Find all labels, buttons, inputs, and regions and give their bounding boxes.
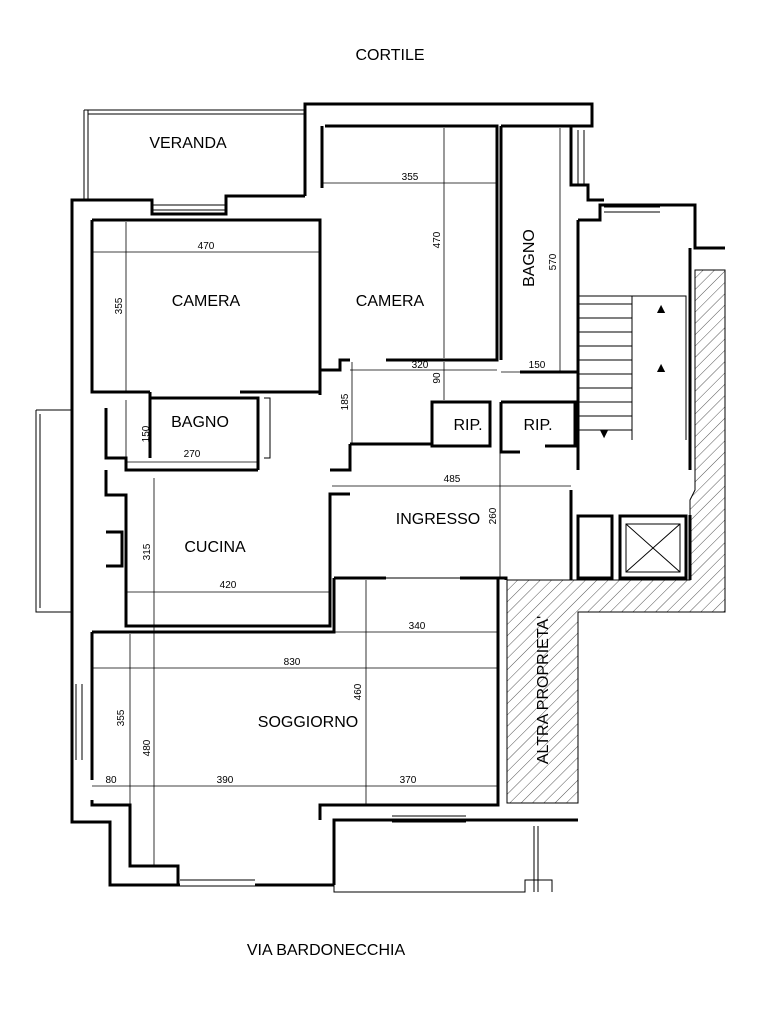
camera-center-label: CAMERA (356, 293, 425, 310)
stair-arrow-up-icon-2: ▲ (654, 359, 668, 375)
dim-soggiorno-340: 340 (409, 621, 426, 632)
cucina-label: CUCINA (184, 539, 246, 556)
neighbour-property: ALTRA PROPRIETA' (506, 269, 726, 804)
dim-camera-center-h: 470 (432, 231, 443, 248)
dim-bagno-left-h: 150 (141, 425, 152, 442)
dim-bagno-left-w: 270 (184, 449, 201, 460)
dim-camera-left-h: 355 (114, 297, 125, 314)
north-label: CORTILE (355, 47, 424, 64)
veranda: VERANDA (83, 109, 306, 200)
dim-corridor-150: 150 (529, 360, 546, 371)
interior-walls (90, 124, 688, 885)
dim-soggiorno-460: 460 (353, 683, 364, 700)
veranda-label: VERANDA (149, 135, 227, 152)
neighbour-label: ALTRA PROPRIETA' (535, 616, 552, 764)
dim-corridor-185: 185 (340, 393, 351, 410)
stair-arrow-up-icon: ▲ (654, 300, 668, 316)
dim-camera-center-w: 355 (402, 172, 419, 183)
stair-arrow-down-icon: ▼ (597, 425, 611, 441)
rip-1-label: RIP. (453, 417, 482, 434)
dim-soggiorno-830: 830 (284, 657, 301, 668)
rip-2-label: RIP. (523, 417, 552, 434)
camera-left-label: CAMERA (172, 293, 241, 310)
bagno-right-label: BAGNO (521, 229, 538, 287)
dim-soggiorno-480: 480 (142, 739, 153, 756)
windows (35, 130, 660, 893)
room-labels: CAMERA CAMERA BAGNO BAGNO RIP. RIP. INGR… (171, 229, 552, 731)
dim-cucina-w: 420 (220, 580, 237, 591)
dimension-labels: 470 355 355 470 570 320 90 150 185 150 2… (105, 172, 559, 786)
dim-cucina-h: 315 (142, 543, 153, 560)
outer-walls (70, 102, 725, 887)
dim-corridor-90: 90 (432, 372, 443, 384)
south-label: VIA BARDONECCHIA (247, 942, 406, 959)
bagno-left-label: BAGNO (171, 414, 229, 431)
dim-camera-left-w: 470 (198, 241, 215, 252)
dim-soggiorno-355: 355 (116, 709, 127, 726)
dim-soggiorno-80: 80 (105, 775, 117, 786)
dim-bagno-right-h: 570 (548, 253, 559, 270)
dim-ingresso-w: 485 (444, 474, 461, 485)
dim-corridor-320: 320 (412, 360, 429, 371)
dim-ingresso-h: 260 (488, 507, 499, 524)
dim-soggiorno-370: 370 (400, 775, 417, 786)
dimension-lines (92, 128, 578, 866)
ingresso-label: INGRESSO (396, 511, 480, 528)
soggiorno-label: SOGGIORNO (258, 714, 358, 731)
staircase: ▲ ▲ ▼ (578, 295, 687, 441)
dim-soggiorno-390: 390 (217, 775, 234, 786)
